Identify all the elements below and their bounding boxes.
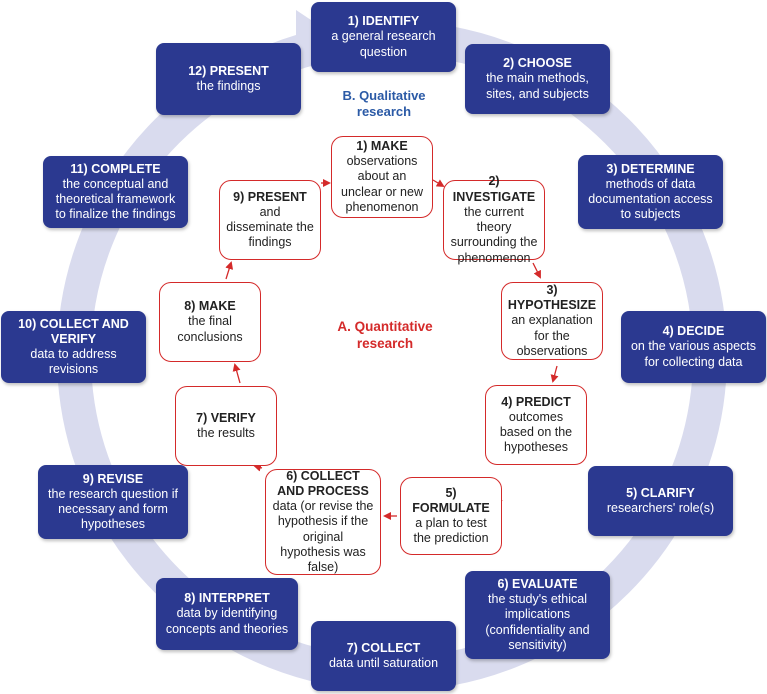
- quantitative-step-text: observations about an unclear or new phe…: [341, 154, 423, 214]
- quantitative-step-text: an explanation for the observations: [511, 313, 593, 358]
- quantitative-step-2: 2) INVESTIGATE the current theory surrou…: [443, 174, 545, 265]
- qualitative-step-10: 10) COLLECT AND VERIFY data to address r…: [1, 311, 146, 383]
- qualitative-step-text: a general research question: [331, 29, 436, 59]
- qualitative-step-title: 6) EVALUATE: [497, 576, 578, 591]
- qualitative-step-text: researchers' role(s): [606, 501, 715, 515]
- quantitative-step-text: the final conclusions: [177, 314, 243, 344]
- qualitative-step-text: the conceptual and theoretical framework…: [55, 176, 176, 222]
- quantitative-step-title: 2) INVESTIGATE: [452, 174, 536, 204]
- qualitative-step-title: 7) COLLECT: [346, 640, 421, 655]
- qualitative-step-title: 5) CLARIFY: [626, 485, 695, 500]
- qualitative-step-text: on the various aspects for collecting da…: [630, 339, 757, 369]
- qualitative-step-9: 9) REVISE the research question if neces…: [38, 465, 188, 539]
- quantitative-arrow-3: [550, 365, 559, 383]
- qualitative-step-3: 3) DETERMINE methods of data documentati…: [578, 155, 723, 229]
- qualitative-step-title: 9) REVISE: [82, 471, 144, 486]
- qualitative-step-title: 11) COMPLETE: [70, 161, 161, 176]
- quantitative-step-title: 8) MAKE: [184, 299, 236, 314]
- quantitative-step-text: data (or revise the hypothesis if the or…: [272, 499, 374, 575]
- qualitative-step-8: 8) INTERPRET data by identifying concept…: [156, 578, 298, 650]
- quantitative-step-text: and disseminate the findings: [226, 204, 314, 250]
- quantitative-arrow-2: [532, 262, 541, 279]
- qualitative-step-12: 12) PRESENT the findings: [156, 43, 301, 115]
- qualitative-step-title: 2) CHOOSE: [503, 56, 572, 71]
- qualitative-step-title: 8) INTERPRET: [184, 591, 270, 606]
- quantitative-step-title: 4) PREDICT: [501, 394, 571, 409]
- quantitative-step-title: 6) COLLECT AND PROCESS: [277, 468, 369, 498]
- qualitative-step-5: 5) CLARIFY researchers' role(s): [588, 466, 733, 536]
- quantitative-step-4: 4) PREDICT outcomes based on the hypothe…: [485, 385, 587, 465]
- qualitative-label: B. Qualitative research: [342, 88, 426, 120]
- qualitative-step-7: 7) COLLECT data until saturation: [311, 621, 456, 691]
- quantitative-arrow-6: [253, 463, 263, 472]
- qualitative-step-text: methods of data documentation access to …: [588, 176, 713, 222]
- quantitative-step-text: the current theory surrounding the pheno…: [450, 204, 538, 265]
- qualitative-step-text: the findings: [196, 79, 261, 93]
- qualitative-step-title: 3) DETERMINE: [606, 161, 695, 176]
- qualitative-step-11: 11) COMPLETE the conceptual and theoreti…: [43, 156, 188, 228]
- qualitative-step-text: the research question if necessary and f…: [48, 486, 178, 532]
- qualitative-step-title: 10) COLLECT AND VERIFY: [18, 316, 129, 346]
- qualitative-step-text: the main methods, sites, and subjects: [486, 71, 589, 101]
- quantitative-step-1: 1) MAKE observations about an unclear or…: [331, 136, 433, 218]
- quantitative-step-title: 9) PRESENT: [233, 189, 307, 204]
- qualitative-step-2: 2) CHOOSE the main methods, sites, and s…: [465, 44, 610, 114]
- quantitative-step-text: outcomes based on the hypotheses: [499, 409, 573, 455]
- qualitative-step-title: 12) PRESENT: [188, 63, 269, 78]
- qualitative-step-text: data to address revisions: [30, 347, 117, 377]
- qualitative-step-text: data by identifying concepts and theorie…: [165, 606, 289, 636]
- quantitative-step-7: 7) VERIFY the results: [175, 386, 277, 466]
- qualitative-step-text: the study's ethical implications (confid…: [485, 592, 590, 652]
- qualitative-step-text: data until saturation: [328, 656, 439, 670]
- qualitative-step-title: 1) IDENTIFY: [347, 14, 420, 29]
- quantitative-step-title: 1) MAKE: [356, 138, 408, 153]
- quantitative-step-title: 5) FORMULATE: [412, 485, 490, 515]
- quantitative-arrow-8: [225, 261, 234, 280]
- qualitative-step-4: 4) DECIDE on the various aspects for col…: [621, 311, 766, 383]
- qualitative-step-title: 4) DECIDE: [662, 324, 725, 339]
- quantitative-step-9: 9) PRESENT and disseminate the findings: [219, 180, 321, 260]
- quantitative-step-title: 3) HYPOTHESIZE: [507, 282, 597, 313]
- quantitative-step-title: 7) VERIFY: [196, 410, 256, 425]
- quantitative-step-3: 3) HYPOTHESIZE an explanation for the ob…: [501, 282, 603, 360]
- quantitative-arrow-7: [232, 363, 241, 384]
- quantitative-step-8: 8) MAKE the final conclusions: [159, 282, 261, 362]
- quantitative-step-5: 5) FORMULATE a plan to test the predicti…: [400, 477, 502, 555]
- qualitative-step-6: 6) EVALUATE the study's ethical implicat…: [465, 571, 610, 659]
- qualitative-step-1: 1) IDENTIFY a general research question: [311, 2, 456, 72]
- quantitative-step-text: a plan to test the prediction: [413, 516, 489, 546]
- quantitative-step-6: 6) COLLECT AND PROCESS data (or revise t…: [265, 469, 381, 575]
- quantitative-step-text: the results: [197, 426, 255, 440]
- quantitative-arrow-1: [432, 179, 445, 188]
- quantitative-label: A. Quantitative research: [337, 319, 433, 351]
